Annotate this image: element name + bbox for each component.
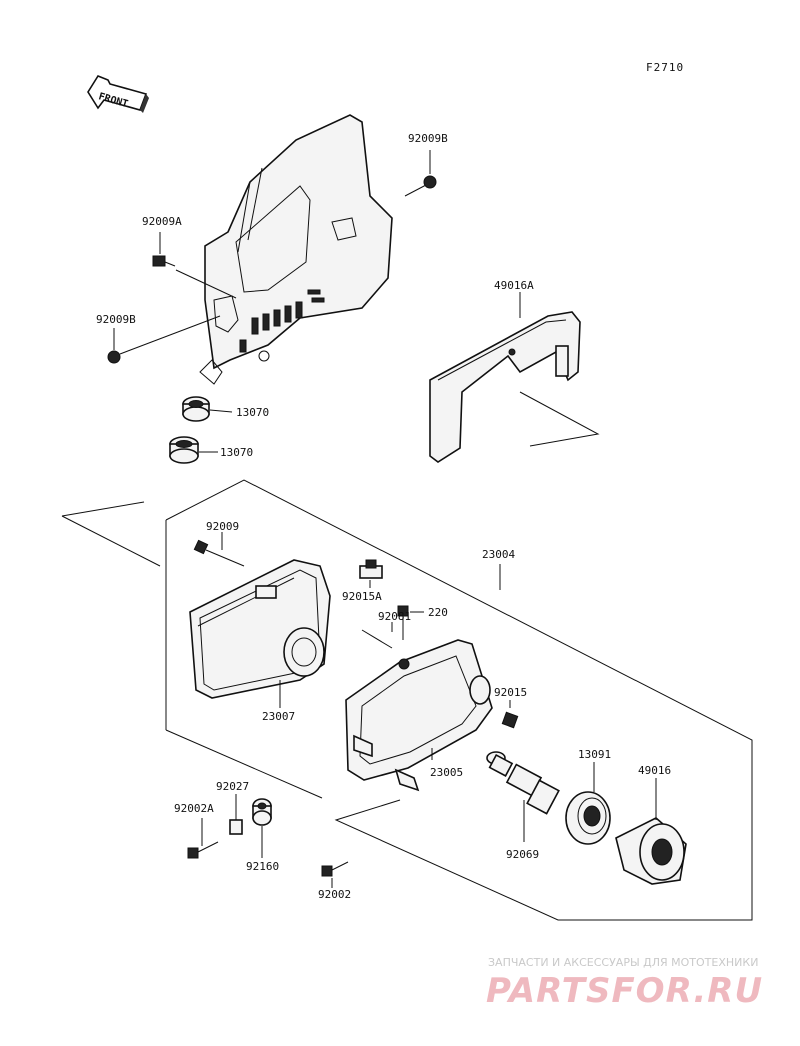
label-92009A: 92009A: [142, 215, 182, 228]
grommet-13070-lower-icon: [169, 436, 218, 464]
bolt-92027-icon: [229, 794, 243, 835]
bolt-92009B-left-icon: [107, 315, 221, 364]
label-13070-upper: 13070: [236, 406, 269, 419]
label-92009B-left: 92009B: [96, 313, 136, 326]
watermark-logo: ЗАПЧАСТИ И АКСЕССУАРЫ ДЛЯ МОТОТЕХНИКИ PA…: [486, 956, 763, 1011]
label-92002: 92002: [318, 888, 351, 901]
label-13091: 13091: [578, 748, 611, 761]
label-92160: 92160: [246, 860, 279, 873]
watermark-brand: PARTSFOR.RU: [486, 971, 763, 1011]
socket-part: [565, 762, 611, 845]
housing-part: [345, 639, 493, 792]
bolt-92009B-top-icon: [404, 150, 437, 197]
cover-part: [615, 778, 687, 885]
nut-92015A-icon: [359, 559, 383, 588]
label-49016A: 49016A: [494, 279, 534, 292]
bolt-92009A-icon: [152, 232, 237, 299]
label-13070-lower: 13070: [220, 446, 253, 459]
bracket-part: [429, 292, 600, 463]
front-arrow-icon: FRONT: [87, 75, 149, 113]
assembly-frame: [61, 479, 753, 921]
grommet-13070-upper-icon: [182, 396, 233, 422]
nut-92015-icon: [501, 700, 519, 729]
diagram-code: F2710: [646, 61, 684, 74]
label-23007: 23007: [262, 710, 295, 723]
label-49016: 49016: [638, 764, 671, 777]
cowl-part: [199, 114, 393, 385]
label-220: 220: [428, 606, 448, 619]
bolt-92002A-icon: [187, 818, 219, 859]
label-23004: 23004: [482, 548, 515, 561]
screw-92081-icon: [361, 622, 393, 649]
screw-92002-icon: [321, 861, 349, 888]
label-92015A: 92015A: [342, 590, 382, 603]
label-92069: 92069: [506, 848, 539, 861]
label-23005: 23005: [430, 766, 463, 779]
bulb-part: [486, 751, 560, 842]
lens-unit-part: [189, 559, 331, 708]
cowl-vent-slots: [239, 289, 325, 353]
label-92081: 92081: [378, 610, 411, 623]
label-92009B-top: 92009B: [408, 132, 448, 145]
label-92015: 92015: [494, 686, 527, 699]
label-92002A: 92002A: [174, 802, 214, 815]
label-92009: 92009: [206, 520, 239, 533]
label-92027: 92027: [216, 780, 249, 793]
watermark-caption: ЗАПЧАСТИ И АКСЕССУАРЫ ДЛЯ МОТОТЕХНИКИ: [488, 956, 758, 969]
collar-92160-icon: [252, 798, 272, 858]
screw-220-icon: [397, 605, 424, 640]
screw-92009-icon: [193, 532, 245, 567]
